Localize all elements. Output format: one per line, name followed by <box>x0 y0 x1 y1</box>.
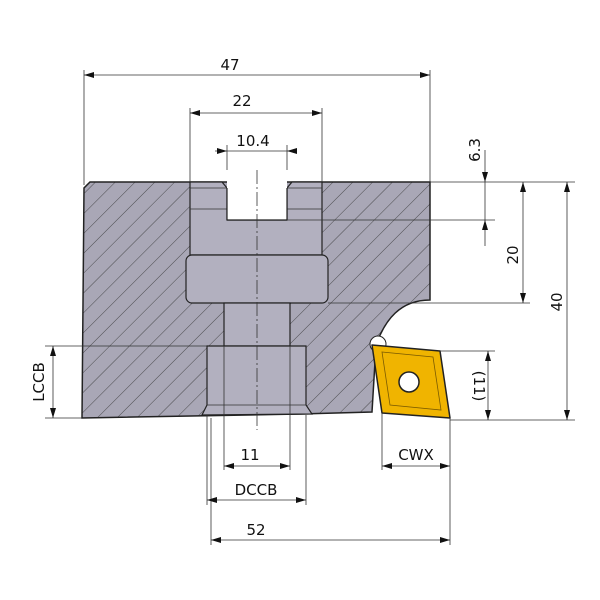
dim-height: 40 <box>548 292 566 311</box>
dim-lccb: LCCB <box>30 362 48 402</box>
dim-dccb: DCCB <box>235 481 278 499</box>
dim-keyway-depth: 6.3 <box>466 138 484 162</box>
insert <box>369 335 451 419</box>
dim-keyway-width: 10.4 <box>236 132 269 150</box>
arrowheads <box>50 72 570 543</box>
dim-overall-width: 47 <box>220 56 239 74</box>
dim-bore-width: 22 <box>232 92 251 110</box>
dim-counterbore-inner: 11 <box>240 446 259 464</box>
dim-insert-height: (11) <box>470 371 488 402</box>
dim-cwx: CWX <box>398 446 434 464</box>
dim-bore-depth: 20 <box>504 245 522 264</box>
dim-cutting-diameter: 52 <box>246 521 265 539</box>
